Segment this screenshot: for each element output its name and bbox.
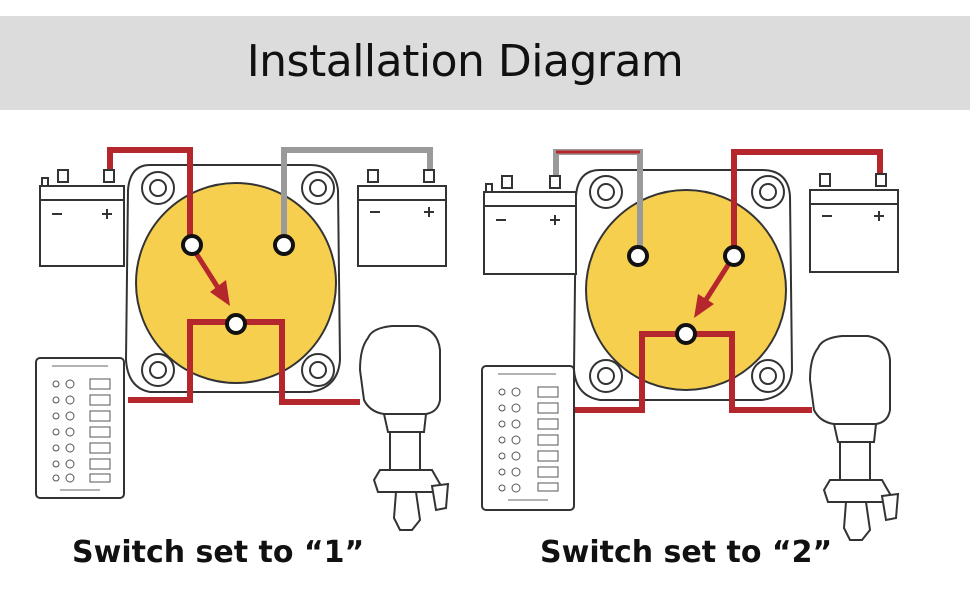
panel-switch-1	[35, 147, 450, 531]
positive-wire-battery-2	[731, 149, 883, 256]
positive-wire-motor	[686, 331, 812, 413]
caption-switch-2: Switch set to “2”	[540, 535, 833, 570]
panel-switch-2	[481, 149, 900, 541]
fuse-panel-icon	[35, 357, 125, 499]
switch-terminals	[181, 234, 295, 335]
outboard-motor-icon	[358, 325, 450, 531]
positive-wire-battery-1	[107, 147, 193, 245]
negative-wire-battery-2	[281, 147, 433, 245]
positive-wire-panel	[574, 331, 686, 413]
header-bar	[0, 16, 970, 110]
selector-arrow	[694, 260, 733, 318]
battery-icon	[357, 169, 447, 267]
switch-face	[585, 189, 787, 391]
switch-terminals	[627, 245, 745, 345]
switch-face	[135, 182, 337, 384]
caption-switch-1: Switch set to “1”	[72, 535, 365, 570]
positive-wire-motor	[236, 319, 360, 405]
battery-icon	[809, 173, 899, 273]
battery-icon	[39, 169, 125, 267]
battery-switch-icon	[124, 164, 342, 393]
page-title: Installation Diagram	[246, 36, 684, 87]
battery-switch-icon	[572, 169, 794, 401]
fuse-panel-icon	[481, 365, 575, 511]
positive-wire-panel	[128, 319, 236, 403]
battery-icon	[483, 175, 577, 275]
outboard-motor-icon	[808, 335, 900, 541]
selector-arrow	[191, 248, 230, 306]
